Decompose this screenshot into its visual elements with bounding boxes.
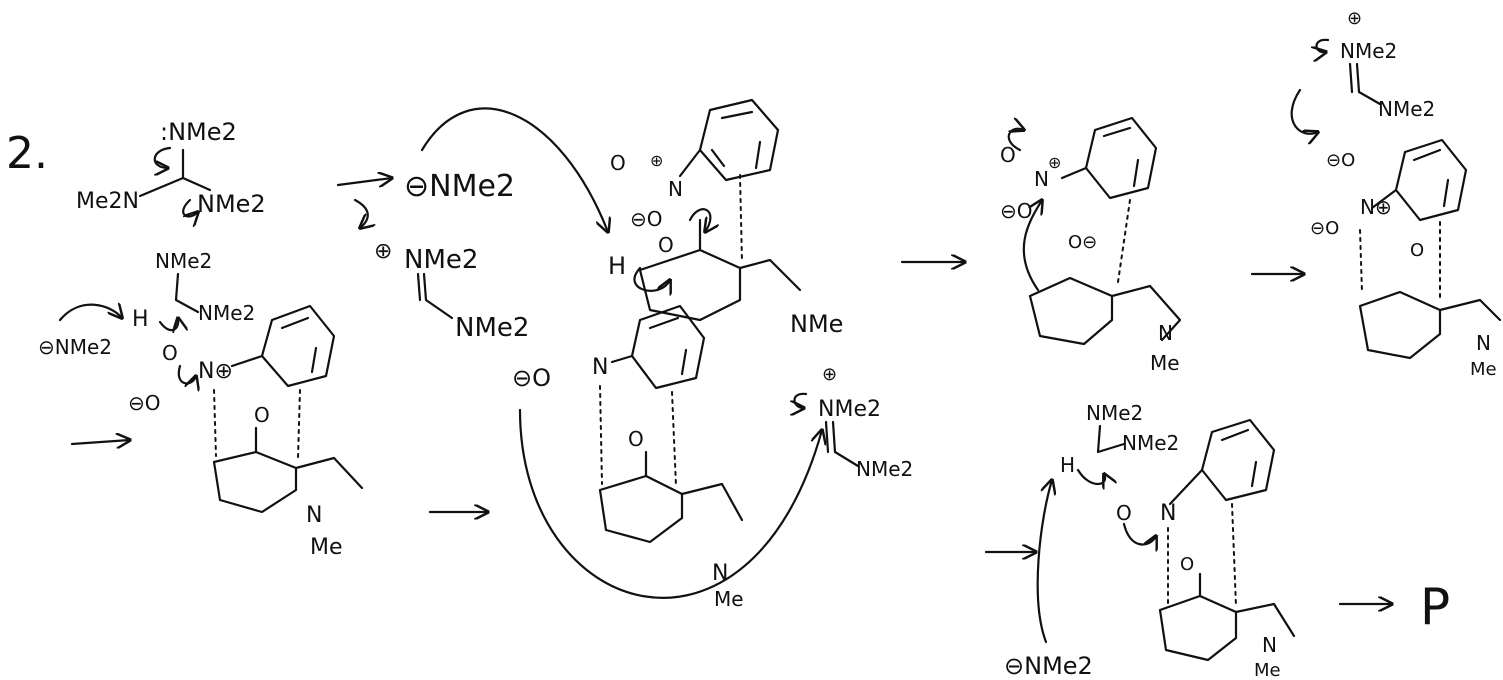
amidinium-b-plus: ⊕ [1347, 8, 1362, 29]
nitronate-o-3: ⊖O [1326, 150, 1355, 171]
nitro-o-1: O [610, 151, 626, 175]
enolate-o-2: O⊖ [1068, 232, 1097, 253]
amidinium-c-plus: ⊕ [822, 364, 837, 385]
n-label-6: N [1160, 501, 1176, 526]
intermediate-bottom: ⊖O N O N Me ⊕ NMe2 NMe2 [512, 304, 913, 611]
amidinium-c-n2: NMe2 [856, 457, 913, 481]
amidinium-a-plus: ⊕ [374, 239, 392, 264]
aminal-nme2-top: :NMe2 [160, 118, 237, 146]
nitro-ominus-4: ⊖O [128, 391, 161, 415]
nme2-right-6: NMe2 [1122, 431, 1179, 455]
nitronate-o2-3: ⊖O [1310, 218, 1339, 239]
nitro-n-1: N [668, 177, 683, 201]
nitronate-n-3: N⊕ [1360, 195, 1392, 219]
long-curved-arrow [420, 107, 608, 232]
carbonyl-o-5: O [628, 427, 644, 451]
reaction-arrow-1 [336, 178, 392, 185]
carbonyl-o-3: O [1410, 240, 1424, 261]
nitro-ominus-1: ⊖O [630, 207, 663, 231]
me-label-3: Me [1470, 359, 1497, 380]
amidinium-b-n2: NMe2 [1378, 97, 1435, 121]
n-label-3: N [1476, 331, 1491, 355]
amidinium-a-n: NMe2 [404, 245, 478, 275]
me-label-4: Me [310, 535, 343, 560]
oxide-o-6: O [1116, 501, 1132, 525]
carbonyl-o-6: O [1180, 554, 1194, 575]
nitro-o-top-2: O [1000, 143, 1016, 167]
step-number: 2. [6, 128, 48, 179]
product-label: P [1420, 578, 1450, 636]
anion-nme2-c: ⊖NMe2 [1004, 652, 1093, 680]
aminal-nme2-2: NMe2 [155, 249, 212, 273]
h-label-1: H [608, 252, 626, 280]
aminal-me2n-left: Me2N [76, 189, 139, 214]
reaction-arrow-4 [70, 440, 130, 444]
aminal-nme2-right: NMe2 [197, 190, 266, 218]
amidinium-c-n: NMe2 [818, 397, 881, 422]
n-label-5: N [592, 355, 608, 380]
nitro-plus-1: ⊕ [650, 151, 663, 170]
curved-arrow-1 [353, 198, 368, 228]
h-label-6: H [1060, 453, 1075, 477]
anion-nme2-a: ⊖NMe2 [404, 169, 515, 204]
n-label-6b: N [1262, 633, 1277, 657]
nme-label-1: NMe [790, 310, 843, 338]
aminal-nme2-6: NMe2 [1086, 401, 1143, 425]
amidinium-b-n: NMe2 [1340, 39, 1397, 63]
nitro-n-2: N [1034, 167, 1049, 191]
n-label-2: N [1158, 321, 1173, 345]
anion-nme2-b: ⊖NMe2 [38, 335, 112, 359]
carbonyl-o-1: O [658, 233, 674, 257]
nme2-right-2: NMe2 [198, 301, 255, 325]
me-label-6: Me [1254, 660, 1281, 680]
nitro-plus-2: ⊕ [1048, 153, 1061, 172]
enolate-1: O N ⊕ ⊖O O⊖ N Me [1000, 116, 1182, 375]
oxide-o-5: ⊖O [512, 364, 551, 392]
nitro-n-4: N⊕ [198, 359, 233, 384]
intermediate-right: ⊕ NMe2 NMe2 N⊕ ⊖O ⊖O O N Me [1290, 8, 1502, 380]
carbonyl-o-4: O [254, 403, 270, 427]
me-label-5: Me [714, 587, 744, 611]
nitro-o-4: O [162, 341, 178, 365]
me-label-2: Me [1150, 351, 1180, 375]
aminal-reagent: :NMe2 Me2N NMe2 [76, 118, 266, 218]
intermediate-left: NMe2 H NMe2 ⊖NMe2 O N⊕ ⊖O O N Me [38, 249, 364, 560]
substrate-1: H N O ⊕ ⊖O O NMe [420, 98, 843, 338]
nitro-ominus-2: ⊖O [1000, 199, 1033, 223]
amidinium-a: ⊕ NMe2 NMe2 [374, 239, 529, 343]
h-label-2: H [132, 307, 149, 332]
intermediate-bottom-right: NMe2 NMe2 H O N O N Me ⊖NMe2 [1004, 401, 1296, 680]
amidinium-a-n2: NMe2 [455, 313, 529, 343]
n-label-4: N [306, 503, 322, 528]
